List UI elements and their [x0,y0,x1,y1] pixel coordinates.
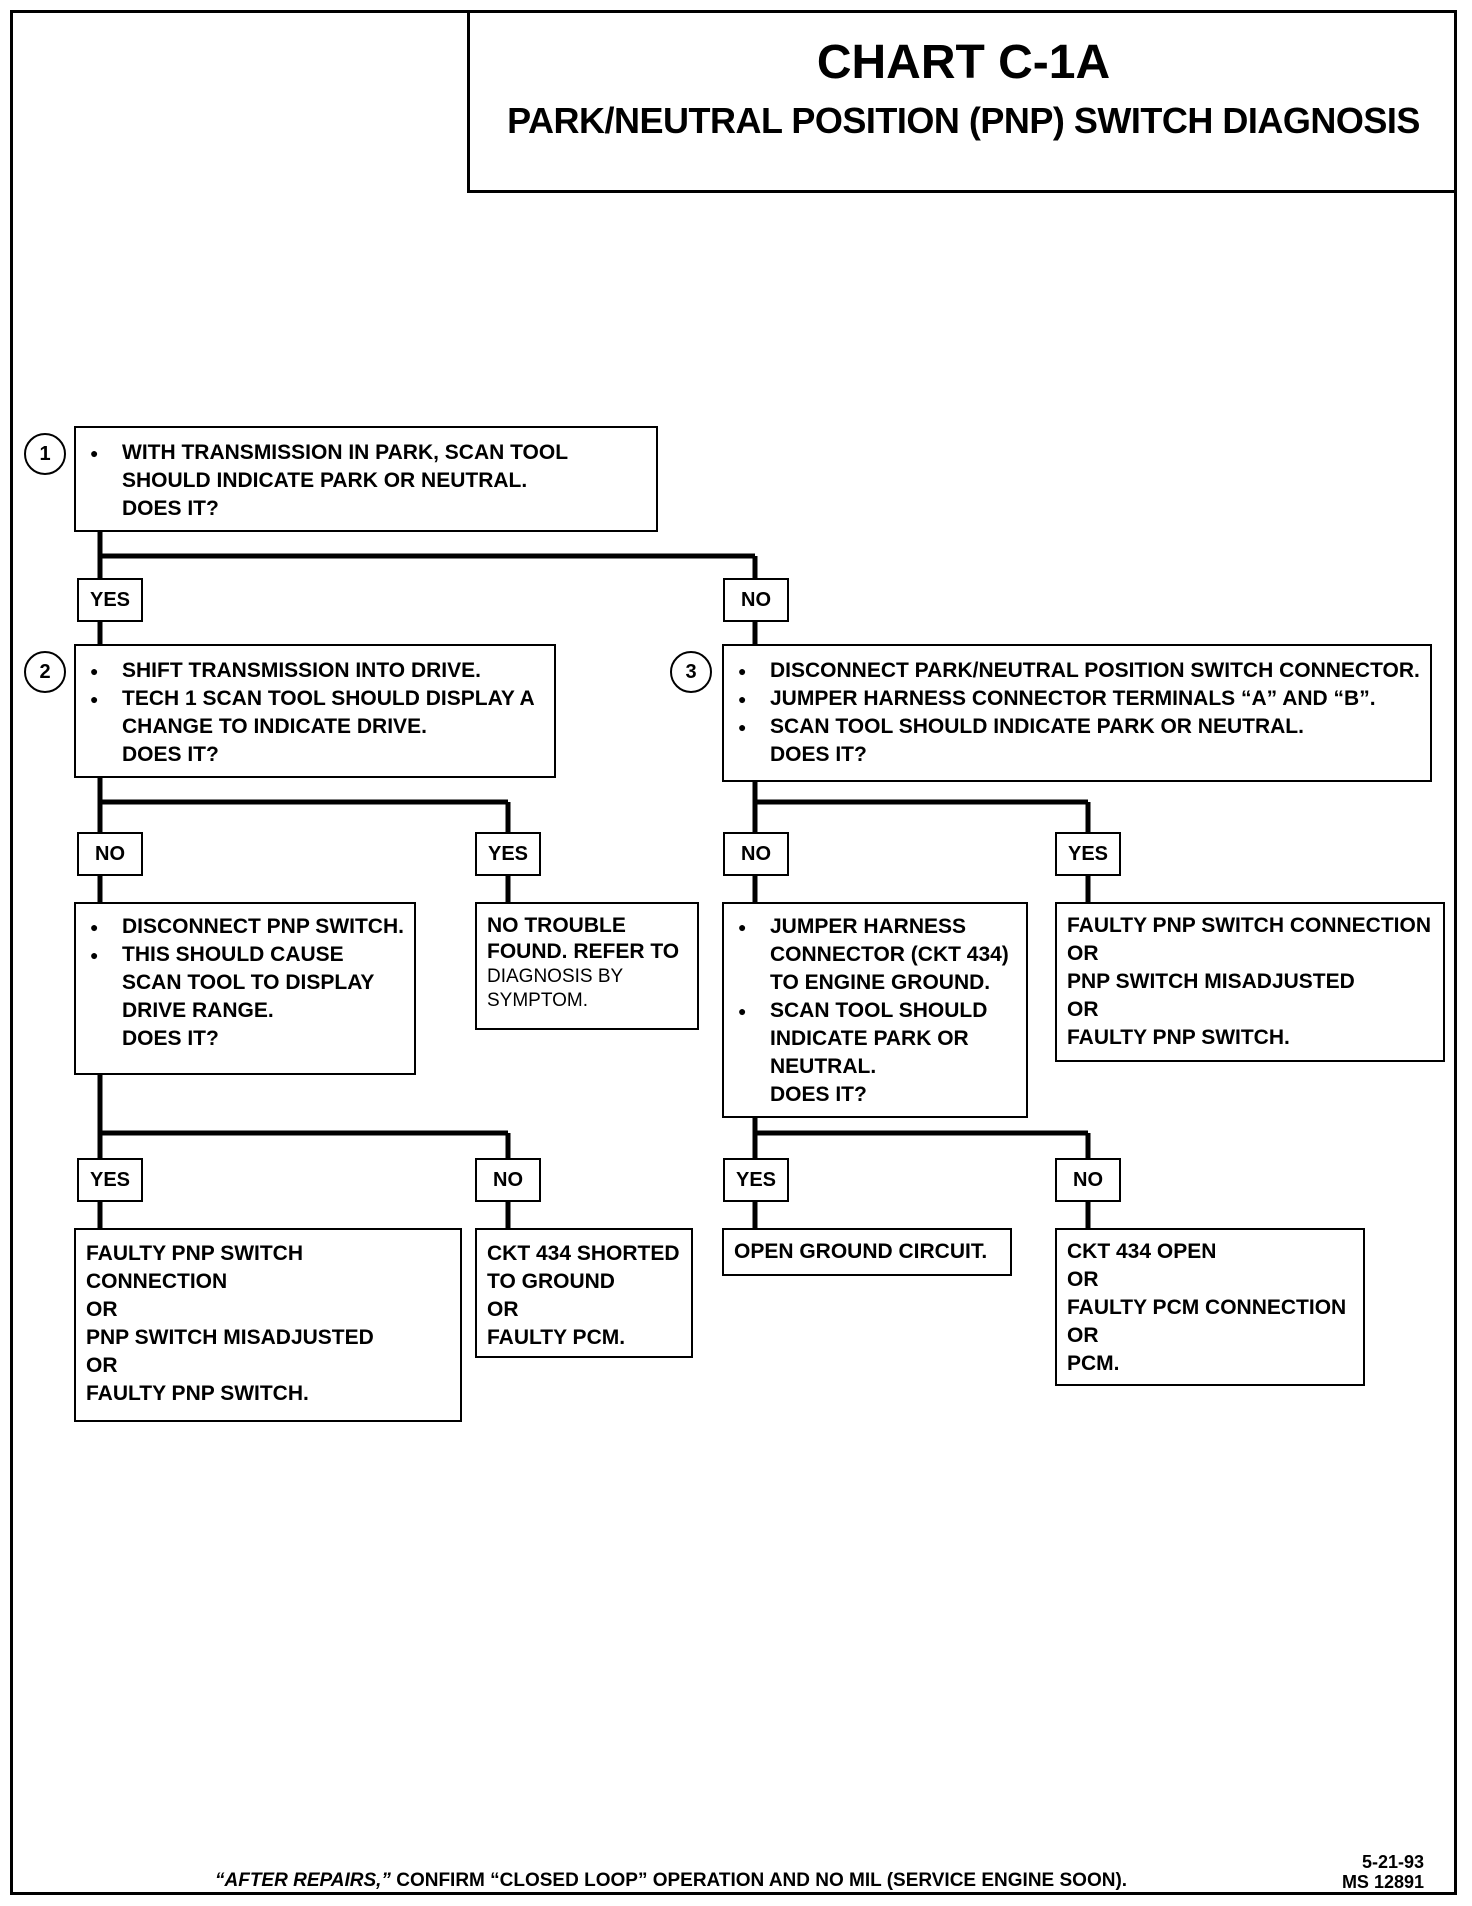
result-text: OR [1067,1268,1099,1291]
result-text: OR [1067,998,1099,1021]
step-2-no-question: DOES IT? [122,1027,219,1050]
step-2-no-bullet: THIS SHOULD CAUSE SCAN TOOL TO DISPLAY D… [86,941,404,1025]
step-3-no-bullet: JUMPER HARNESS CONNECTOR (CKT 434) TO EN… [734,913,1016,997]
title-block: CHART C-1A PARK/NEUTRAL POSITION (PNP) S… [467,10,1457,193]
step-3-no-box: JUMPER HARNESS CONNECTOR (CKT 434) TO EN… [722,902,1028,1118]
result-no-trouble-found: NO TROUBLE FOUND. REFER TO DIAGNOSIS BY … [475,902,699,1030]
result-step-2-no-no: CKT 434 SHORTED TO GROUND OR FAULTY PCM. [475,1228,693,1358]
result-text: TO GROUND [487,1270,615,1293]
step-3-bullet: SCAN TOOL SHOULD INDICATE PARK OR NEUTRA… [734,713,1420,741]
document-reference: 5-21-93 MS 12891 [1342,1852,1424,1892]
result-text: NO TROUBLE [487,914,626,937]
step-number-1: 1 [24,433,66,475]
step-3-box: DISCONNECT PARK/NEUTRAL POSITION SWITCH … [722,644,1432,782]
result-step-3-no-no: CKT 434 OPEN OR FAULTY PCM CONNECTION OR… [1055,1228,1365,1386]
result-step-2-no-yes: FAULTY PNP SWITCH CONNECTION OR PNP SWIT… [74,1228,462,1422]
result-text: FAULTY PNP SWITCH CONNECTION [1067,914,1432,937]
step-2-bullet: TECH 1 SCAN TOOL SHOULD DISPLAY A CHANGE… [86,685,544,741]
chart-title: CHART C-1A [816,36,1111,89]
label-no: NO [723,578,789,622]
label-yes: YES [475,832,541,876]
label-no: NO [77,832,143,876]
result-text: DIAGNOSIS BY [487,966,624,987]
label-no: NO [475,1158,541,1202]
step-3-question: DOES IT? [770,743,867,766]
result-text: OR [86,1354,118,1377]
result-text: PNP SWITCH MISADJUSTED [86,1326,374,1349]
result-text: FAULTY PNP SWITCH [86,1242,304,1265]
result-step-3-yes: FAULTY PNP SWITCH CONNECTION OR PNP SWIT… [1055,902,1445,1062]
step-3-bullet: DISCONNECT PARK/NEUTRAL POSITION SWITCH … [734,657,1420,685]
label-yes: YES [1055,832,1121,876]
result-text: OR [1067,942,1099,965]
result-text: FAULTY PCM CONNECTION [1067,1296,1347,1319]
footer-note: “AFTER REPAIRS,” CONFIRM “CLOSED LOOP” O… [215,1870,1127,1892]
result-text: OR [1067,1324,1099,1347]
result-text: FAULTY PNP SWITCH. [86,1382,309,1405]
document-date: 5-21-93 [1361,1852,1424,1872]
step-2-box: SHIFT TRANSMISSION INTO DRIVE. TECH 1 SC… [74,644,556,778]
step-2-no-bullet: DISCONNECT PNP SWITCH. [86,913,404,941]
result-text: FAULTY PCM. [487,1326,626,1349]
step-1-question: DOES IT? [122,497,219,520]
page-frame [10,10,1457,1895]
step-number-2: 2 [24,651,66,693]
result-text: FAULTY PNP SWITCH. [1067,1026,1290,1049]
result-text: OPEN GROUND CIRCUIT. [734,1240,988,1263]
result-text: CKT 434 OPEN [1067,1240,1217,1263]
step-2-bullet: SHIFT TRANSMISSION INTO DRIVE. [86,657,544,685]
label-yes: YES [77,1158,143,1202]
step-2-no-box: DISCONNECT PNP SWITCH. THIS SHOULD CAUSE… [74,902,416,1075]
result-text: OR [487,1298,519,1321]
result-text: PNP SWITCH MISADJUSTED [1067,970,1355,993]
result-text: PCM. [1067,1352,1120,1375]
label-no: NO [1055,1158,1121,1202]
step-3-bullet: JUMPER HARNESS CONNECTOR TERMINALS “A” A… [734,685,1420,713]
result-text: OR [86,1298,118,1321]
result-step-3-no-yes: OPEN GROUND CIRCUIT. [722,1228,1012,1276]
result-text: CKT 434 SHORTED [487,1242,680,1265]
step-3-no-bullet: SCAN TOOL SHOULD INDICATE PARK OR NEUTRA… [734,997,1016,1081]
result-text: FOUND. REFER TO [487,940,680,963]
footer-text: CONFIRM “CLOSED LOOP” OPERATION AND NO M… [390,1870,1128,1891]
step-number-3: 3 [670,651,712,693]
step-1-bullet: WITH TRANSMISSION IN PARK, SCAN TOOL SHO… [86,439,646,495]
document-number: MS 12891 [1341,1872,1424,1892]
label-yes: YES [723,1158,789,1202]
step-3-no-question: DOES IT? [770,1083,867,1106]
result-text: SYMPTOM. [487,990,588,1011]
label-no: NO [723,832,789,876]
chart-subtitle: PARK/NEUTRAL POSITION (PNP) SWITCH DIAGN… [507,100,1420,141]
result-text: CONNECTION [86,1270,228,1293]
step-1-box: WITH TRANSMISSION IN PARK, SCAN TOOL SHO… [74,426,658,532]
footer-after-repairs: “AFTER REPAIRS,” [215,1870,391,1891]
label-yes: YES [77,578,143,622]
step-2-question: DOES IT? [122,743,219,766]
